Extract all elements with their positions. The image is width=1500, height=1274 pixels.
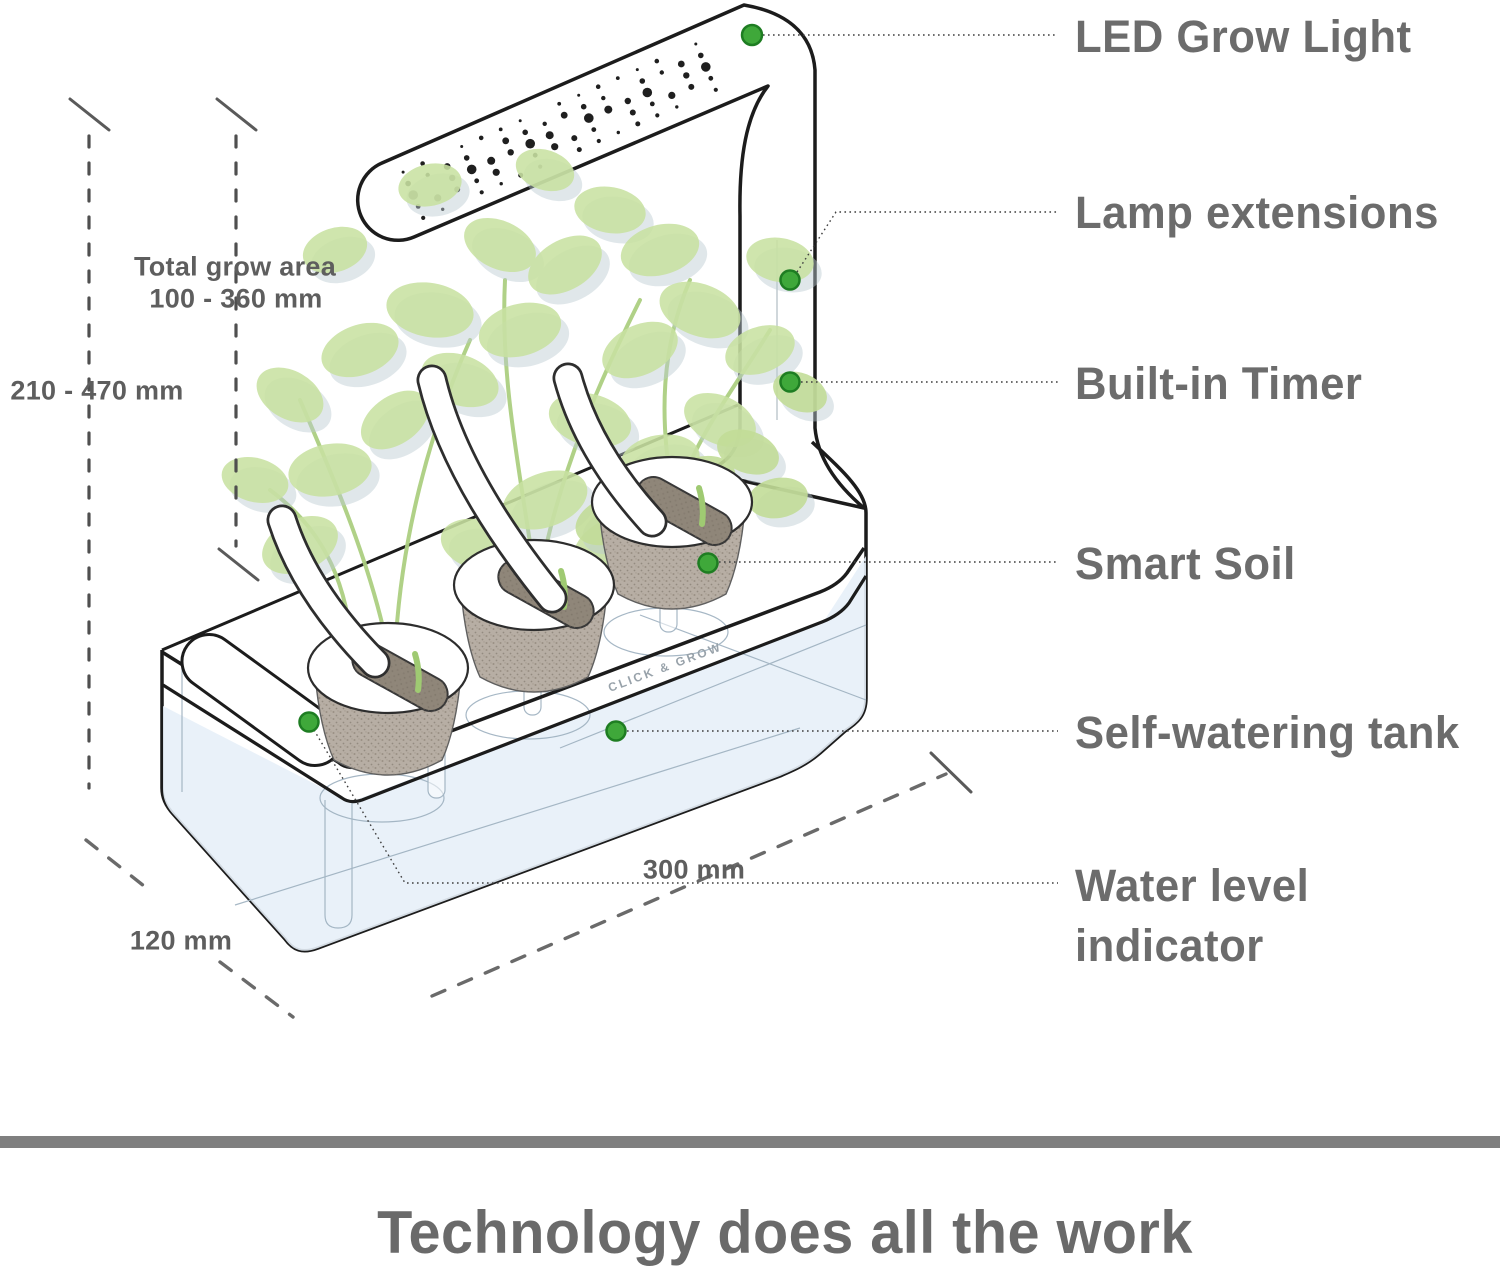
callout-leaders (313, 34, 1058, 884)
marker-built-in-timer (779, 371, 801, 393)
marker-lamp-extensions (779, 269, 801, 291)
height-range: 210 - 470 mm (10, 375, 184, 406)
seed-cap-stick (416, 364, 568, 614)
label-built-in-timer: Built-in Timer (1075, 358, 1363, 409)
footer-headline: Technology does all the work (377, 1199, 1193, 1266)
seed-cap-stick (552, 362, 668, 538)
depth-dim-line (218, 960, 295, 1019)
marker-water-level-indicator (298, 711, 320, 733)
label-water-level-indicator: Water level indicator (1075, 860, 1310, 971)
lamp-arm-body (355, 3, 866, 510)
grow-area-title: Total grow area (133, 251, 337, 282)
dim-tick (215, 97, 258, 132)
plant-pod (266, 504, 470, 776)
tank-water-fill (163, 556, 866, 951)
marker-led-grow-light (740, 23, 764, 47)
footer-divider-bar (0, 1136, 1500, 1148)
depth-dim-line (84, 838, 146, 888)
smart-garden-illustration: CLICK & GROW (68, 3, 1058, 1019)
label-smart-soil: Smart Soil (1075, 538, 1296, 589)
label-self-watering-tank: Self-watering tank (1075, 707, 1460, 758)
depth-label: 120 mm (129, 925, 233, 956)
seed-cap-stick (266, 504, 391, 679)
lid-top-edge (161, 547, 866, 770)
grow-area-range: 100 - 360 mm (149, 283, 323, 314)
marker-self-watering-tank (605, 720, 627, 742)
dim-tick (68, 97, 111, 132)
width-label: 300 mm (642, 854, 746, 885)
dimension-lines (68, 97, 973, 1019)
label-lamp-extensions: Lamp extensions (1075, 187, 1439, 238)
dim-tick (217, 547, 260, 582)
plant-pod (416, 364, 616, 693)
tank-lid (161, 547, 868, 804)
label-led-grow-light: LED Grow Light (1075, 11, 1412, 62)
plant-pod (552, 362, 754, 610)
dim-tick (929, 751, 973, 794)
lid-bottom-rim (162, 575, 868, 804)
width-dim-line (430, 772, 948, 998)
marker-smart-soil (697, 552, 719, 574)
water-level-tube (324, 800, 353, 929)
callout-markers (298, 23, 801, 742)
